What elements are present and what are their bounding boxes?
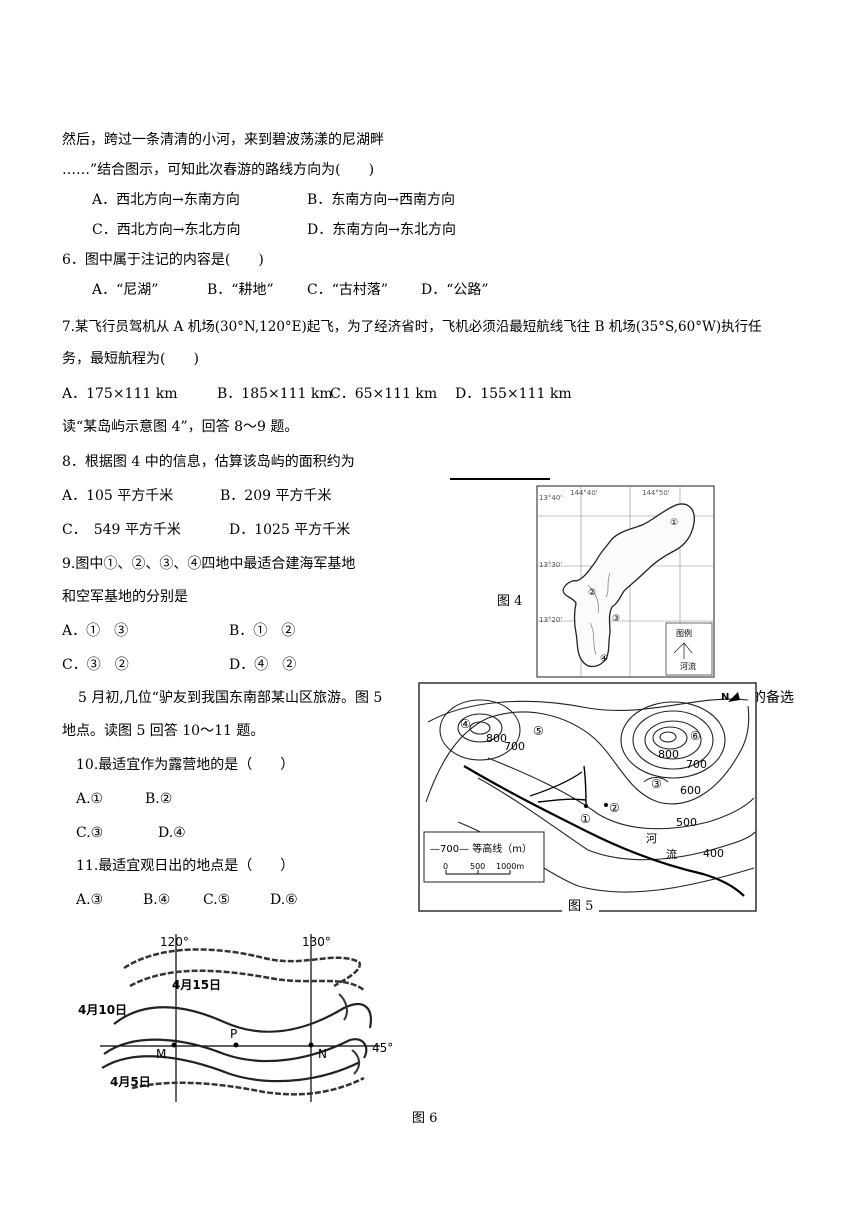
q6-option-c: C．“古村落” bbox=[307, 282, 389, 298]
fig5-river bbox=[463, 765, 745, 897]
q8-option-a: A．105 平方千米 bbox=[62, 488, 174, 504]
fig6-point-label: P bbox=[230, 1027, 237, 1041]
fig6-point-label: N bbox=[318, 1047, 327, 1061]
q10-option-a: A.① bbox=[76, 791, 104, 807]
fig4-point-label: ① bbox=[670, 518, 678, 528]
intro-q8-9: 读“某岛屿示意图 4”，回答 8～9 题。 bbox=[62, 419, 299, 435]
fig5-scale-label: 1000m bbox=[496, 862, 524, 871]
q11-option-c: C.⑤ bbox=[203, 892, 231, 908]
q8-option-c: C． 549 平方千米 bbox=[62, 522, 181, 538]
fig4-point-label: ④ bbox=[600, 654, 608, 664]
intro-q10-11-line-1-tail: 的备选 bbox=[752, 690, 794, 706]
q8-stem: 8．根据图 4 中的信息，估算该岛屿的面积约为 bbox=[62, 454, 355, 470]
q7-stem-line-2: 务，最短航程为( ) bbox=[62, 351, 199, 367]
fig5-contour-label: 500 bbox=[676, 816, 697, 829]
fig5-caption: 图 5 bbox=[562, 895, 600, 914]
text-line-1: 然后，跨过一条清清的小河，来到碧波荡漾的尼湖畔 bbox=[62, 132, 384, 148]
text-line-2: ……”结合图示，可知此次春游的路线方向为( ) bbox=[62, 162, 375, 178]
fig4-legend-item: 河流 bbox=[680, 661, 696, 671]
fig5-legend-text: —700— 等高线（m） bbox=[430, 842, 532, 855]
fig5-contour-label: 800 bbox=[486, 732, 507, 745]
fig5-river-label: 河 bbox=[646, 832, 657, 845]
q5-option-a: A．西北方向→东南方向 bbox=[92, 192, 240, 208]
fig5-scale-label: 0 bbox=[443, 862, 448, 871]
q10-stem: 10.最适宜作为露营地的是（ ） bbox=[76, 757, 295, 773]
fig6-date-label: 4月10日 bbox=[78, 1003, 127, 1017]
q11-option-b: B.④ bbox=[143, 892, 171, 908]
fig4-island-map: 13°40' 13°30' 13°20' 144°40' 144°50' ① ②… bbox=[450, 478, 715, 678]
fig5-point-label: ⑥ bbox=[690, 729, 701, 743]
fig4-lat-label: 13°40' bbox=[539, 494, 562, 502]
q6-option-a: A．“尼湖” bbox=[92, 282, 159, 298]
fig4-lon-label: 144°50' bbox=[642, 489, 670, 497]
fig4-point-label: ② bbox=[588, 588, 596, 598]
fig6-lon-label: 120° bbox=[160, 935, 189, 949]
q5-option-d: D．东南方向→东北方向 bbox=[307, 222, 456, 238]
q9-option-a: A．① ③ bbox=[62, 623, 129, 639]
q7-stem-line-1: 7.某飞行员驾机从 A 机场(30°N,120°E)起飞，为了经济省时，飞机必须… bbox=[62, 319, 762, 335]
q11-option-d: D.⑥ bbox=[270, 892, 298, 908]
fig5-point-label: ⑤ bbox=[533, 724, 544, 738]
q9-stem-line-2: 和空军基地的分别是 bbox=[62, 589, 188, 605]
q9-stem-line-1: 9.图中①、②、③、④四地中最适合建海军基地 bbox=[62, 556, 356, 572]
q5-option-c: C．西北方向→东北方向 bbox=[92, 222, 241, 238]
fig6-lon-label: 130° bbox=[302, 935, 331, 949]
q6-option-d: D．“公路” bbox=[421, 282, 489, 298]
fig4-lat-label: 13°30' bbox=[539, 561, 562, 569]
fig6-point-label: M bbox=[156, 1047, 166, 1061]
q10-option-c: C.③ bbox=[76, 825, 104, 841]
fig6-caption: 图 6 bbox=[412, 1111, 438, 1126]
river-legend-icon bbox=[673, 642, 693, 659]
q6-option-b: B．“耕地” bbox=[207, 282, 274, 298]
fig4-point-label: ③ bbox=[612, 614, 620, 624]
intro-q10-11-line-1: 5 月初,几位“驴友到我国东南部某山区旅游。图 5 bbox=[78, 690, 383, 706]
fig4-lat-label: 13°20' bbox=[539, 616, 562, 624]
q7-option-b: B．185×111 km bbox=[217, 386, 333, 402]
q9-option-b: B．① ② bbox=[229, 623, 296, 639]
fig6-date-label: 4月15日 bbox=[172, 978, 221, 992]
fig5-point-label: ① bbox=[580, 812, 591, 826]
q9-option-c: C．③ ② bbox=[62, 657, 129, 673]
fig4-caption: 图 4 bbox=[497, 594, 523, 609]
q9-option-d: D．④ ② bbox=[229, 657, 297, 673]
fig4-island-outline bbox=[562, 503, 695, 668]
fig6-date-label: 4月5日 bbox=[110, 1075, 151, 1089]
fig4-legend-title: 图例 bbox=[676, 628, 692, 638]
q7-option-d: D．155×111 km bbox=[455, 386, 572, 402]
fig5-point-label: ② bbox=[609, 801, 620, 815]
q5-option-b: B．东南方向→西南方向 bbox=[307, 192, 456, 208]
fig5-contour-label: 400 bbox=[703, 847, 724, 860]
q7-option-c: C．65×111 km bbox=[330, 386, 438, 402]
q11-stem: 11.最适宜观日出的地点是（ ） bbox=[76, 858, 295, 874]
q8-option-d: D．1025 平方千米 bbox=[229, 522, 351, 538]
fig4-lon-label: 144°40' bbox=[570, 489, 598, 497]
q6-stem: 6．图中属于注记的内容是( ) bbox=[62, 252, 264, 268]
fig5-contour-label: 600 bbox=[680, 784, 701, 797]
intro-q10-11-line-2: 地点。读图 5 回答 10～11 题。 bbox=[62, 723, 265, 739]
fig5-point-label: ③ bbox=[651, 777, 662, 791]
q8-option-b: B．209 平方千米 bbox=[220, 488, 332, 504]
q7-option-a: A．175×111 km bbox=[62, 386, 178, 402]
fig5-point-label: ④ bbox=[460, 717, 471, 731]
north-arrow-icon bbox=[728, 692, 740, 702]
q10-option-b: B.② bbox=[145, 791, 173, 807]
fig5-contour-label: 700 bbox=[686, 758, 707, 771]
fig6-lat-label: 45° bbox=[372, 1041, 393, 1055]
fig5-contour-label: 800 bbox=[658, 748, 679, 761]
fig5-north-label: N bbox=[721, 692, 729, 703]
fig5-contour-label: 700 bbox=[504, 740, 525, 753]
fig5-river-label: 流 bbox=[666, 847, 677, 861]
fig5-contour-map: 800 700 800 700 600 500 400 ① ② ③ ④ ⑤ ⑥ … bbox=[418, 682, 757, 912]
q10-option-d: D.④ bbox=[158, 825, 186, 841]
q11-option-a: A.③ bbox=[76, 892, 104, 908]
fig6-map: 120° 130° 45° 4月15日 4月10日 4月5日 M P N bbox=[78, 934, 393, 1102]
fig5-scale-label: 500 bbox=[470, 862, 485, 871]
